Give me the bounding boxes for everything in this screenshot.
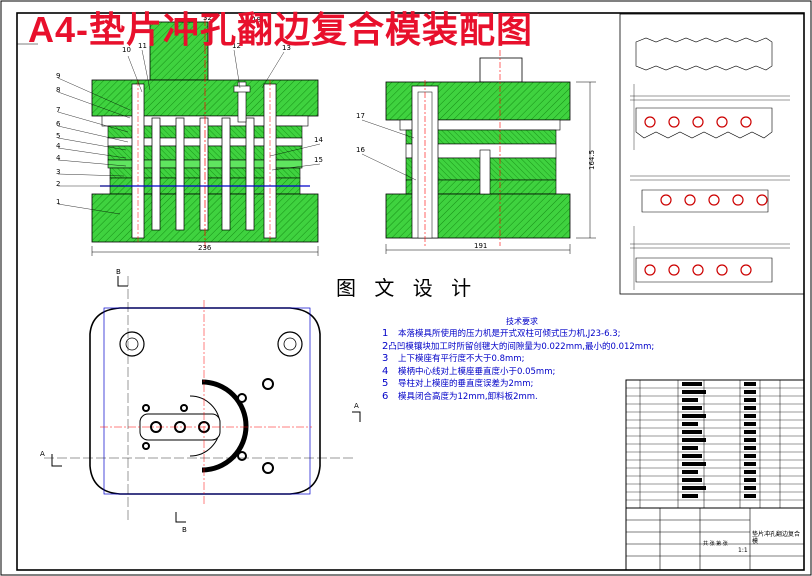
parts-list-entry	[682, 422, 698, 426]
sheet-info: 共 张 第 张	[703, 541, 728, 547]
part-num-4a: 4	[56, 142, 61, 150]
side-section-view: 191 164.5 17 16	[356, 50, 596, 254]
note-number: 1	[382, 328, 389, 339]
part-num-2: 2	[56, 180, 60, 188]
note-item: 5 导柱对上模座的垂直度误差为2mm;	[382, 377, 622, 390]
note-text: 导柱对上模座的垂直度误差为2mm;	[398, 379, 534, 389]
parts-list-entry	[744, 398, 756, 402]
front-width-dim: 236	[198, 244, 212, 252]
parts-list-entry	[744, 430, 756, 434]
note-item: 1 本落模具所使用的压力机是开式双柱可倾式压力机,J23-6.3;	[382, 327, 622, 340]
note-text: 本落模具所使用的压力机是开式双柱可倾式压力机,J23-6.3;	[398, 329, 621, 339]
watermark-text: 图 文 设 计	[336, 276, 478, 300]
parts-list-entry	[682, 494, 698, 498]
part-num-7: 7	[56, 106, 60, 114]
part-num-16: 16	[356, 146, 365, 154]
parts-list-entry	[682, 430, 702, 434]
parts-list-entry	[744, 438, 756, 442]
part-num-11: 11	[138, 42, 147, 50]
parts-list-entry	[744, 478, 756, 482]
note-item: 3 上下模座有平行度不大于0.8mm;	[382, 352, 622, 365]
note-text: 模柄中心线对上模座垂直度小于0.05mm;	[398, 366, 556, 377]
note-number: 4	[382, 365, 389, 377]
side-height-dim: 164.5	[588, 150, 596, 170]
part-num-12: 12	[232, 42, 241, 50]
parts-list-entry	[682, 414, 706, 418]
note-number: 2	[382, 340, 389, 352]
parts-list-entry	[744, 406, 756, 410]
part-num-3: 3	[56, 168, 60, 176]
part-num-9: 9	[56, 72, 60, 80]
part-num-13: 13	[282, 44, 291, 52]
part-num-17: 17	[356, 112, 365, 120]
plan-view: B B A A	[40, 268, 361, 534]
part-num-6: 6	[56, 120, 61, 128]
parts-list-entry	[744, 454, 756, 458]
top-right-dim: 18	[252, 16, 261, 24]
note-item: 6 模具闭合高度为12mm,卸料板2mm.	[382, 390, 622, 403]
title-block	[625, 507, 805, 571]
top-small-dim: 32	[203, 14, 212, 22]
notes-heading: 技术要求	[506, 317, 538, 326]
parts-list-entry	[744, 462, 756, 466]
parts-list-entry	[744, 414, 756, 418]
note-number: 5	[382, 378, 389, 389]
parts-list-entry	[744, 390, 756, 394]
parts-list-rows	[626, 382, 804, 501]
drawing-title: A4-垫片冲孔翻边复合模装配图	[28, 9, 534, 50]
parts-list-entry	[682, 438, 706, 442]
parts-list-entry	[682, 398, 698, 402]
parts-list-entry	[744, 494, 756, 498]
parts-list-entry	[744, 422, 756, 426]
part-num-4b: 4	[56, 154, 61, 162]
part-num-8: 8	[56, 86, 60, 94]
parts-list-entry	[682, 486, 706, 490]
parts-list-entry	[682, 478, 702, 482]
parts-list-entry	[744, 446, 756, 450]
part-num-14: 14	[314, 136, 323, 144]
parts-list-entry	[682, 382, 702, 386]
note-text: 凸凹模镶块加工时所留创毽大的间隙量为0.022mm,最小的0.012mm;	[388, 341, 655, 352]
parts-list-entry	[682, 462, 706, 466]
parts-list-entry	[744, 382, 756, 386]
part-num-15: 15	[314, 156, 323, 164]
note-number: 3	[382, 353, 389, 364]
section-mark-left: A	[40, 450, 45, 458]
note-text: 模具闭合高度为12mm,卸料板2mm.	[398, 391, 538, 402]
part-num-1: 1	[56, 198, 60, 206]
strip-layout	[619, 13, 805, 295]
parts-list-entry	[682, 390, 706, 394]
parts-list-entry	[744, 470, 756, 474]
parts-list-entry	[682, 470, 698, 474]
section-mark-right: A	[354, 402, 359, 410]
section-mark-bottom: B	[182, 526, 187, 534]
parts-list-entry	[682, 454, 702, 458]
drawing-scale: 1:1	[738, 547, 748, 554]
drawing-name: 垫片冲孔翻边复合模	[752, 531, 801, 545]
note-number: 6	[382, 390, 389, 402]
part-num-5: 5	[56, 132, 60, 140]
note-text: 上下模座有平行度不大于0.8mm;	[398, 354, 525, 364]
parts-list-entry	[744, 486, 756, 490]
front-section-view: 236 32 18 9 8 7 6 5 4 4 3 2	[56, 14, 323, 256]
parts-list-entry	[682, 406, 702, 410]
note-item: 4 模柄中心线对上模座垂直度小于0.05mm;	[382, 365, 622, 378]
side-width-dim: 191	[474, 242, 487, 250]
section-mark-top: B	[116, 268, 121, 276]
part-num-10: 10	[122, 46, 131, 54]
parts-list-entry	[682, 446, 698, 450]
